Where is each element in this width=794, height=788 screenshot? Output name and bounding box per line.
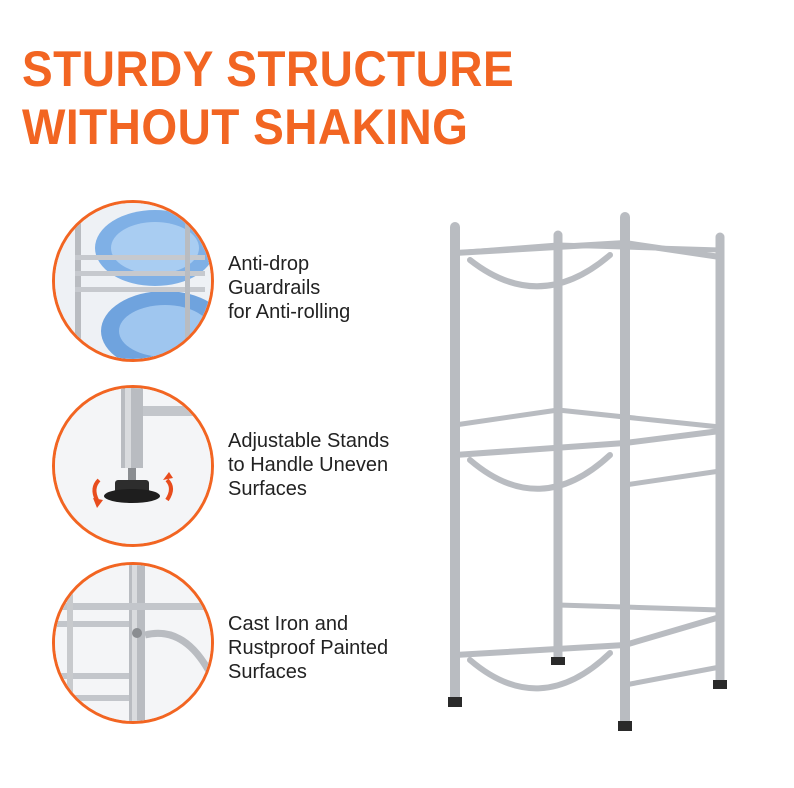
adjustable-foot-icon xyxy=(55,388,211,544)
feature-adjustable-stands: Adjustable Stands to Handle Uneven Surfa… xyxy=(52,385,612,553)
water-bottle-icon xyxy=(55,203,211,359)
headline: STURDY STRUCTURE WITHOUT SHAKING xyxy=(22,40,514,156)
feature-guardrails: Anti-drop Guardrails for Anti-rolling xyxy=(52,200,612,368)
rack-foot xyxy=(551,657,565,665)
rack-foot xyxy=(618,721,632,731)
rack-foot xyxy=(448,697,462,707)
feature-caption-guardrails: Anti-drop Guardrails for Anti-rolling xyxy=(228,253,351,323)
guardrail-closeup-image xyxy=(52,200,214,362)
headline-line-1: STURDY STRUCTURE xyxy=(22,41,515,97)
adjustable-foot-closeup-image xyxy=(52,385,214,547)
feature-cast-iron: Cast Iron and Rustproof Painted Surfaces xyxy=(52,562,612,730)
feature-caption-adjustable-stands: Adjustable Stands to Handle Uneven Surfa… xyxy=(228,430,390,500)
rack-foot xyxy=(713,680,727,689)
frame-joint-closeup-image xyxy=(52,562,214,724)
frame-joint-icon xyxy=(55,565,211,721)
water-bottle-rack-image xyxy=(430,205,750,745)
headline-line-2: WITHOUT SHAKING xyxy=(22,99,469,155)
rack-illustration xyxy=(448,212,727,731)
feature-caption-cast-iron: Cast Iron and Rustproof Painted Surfaces xyxy=(228,613,389,683)
